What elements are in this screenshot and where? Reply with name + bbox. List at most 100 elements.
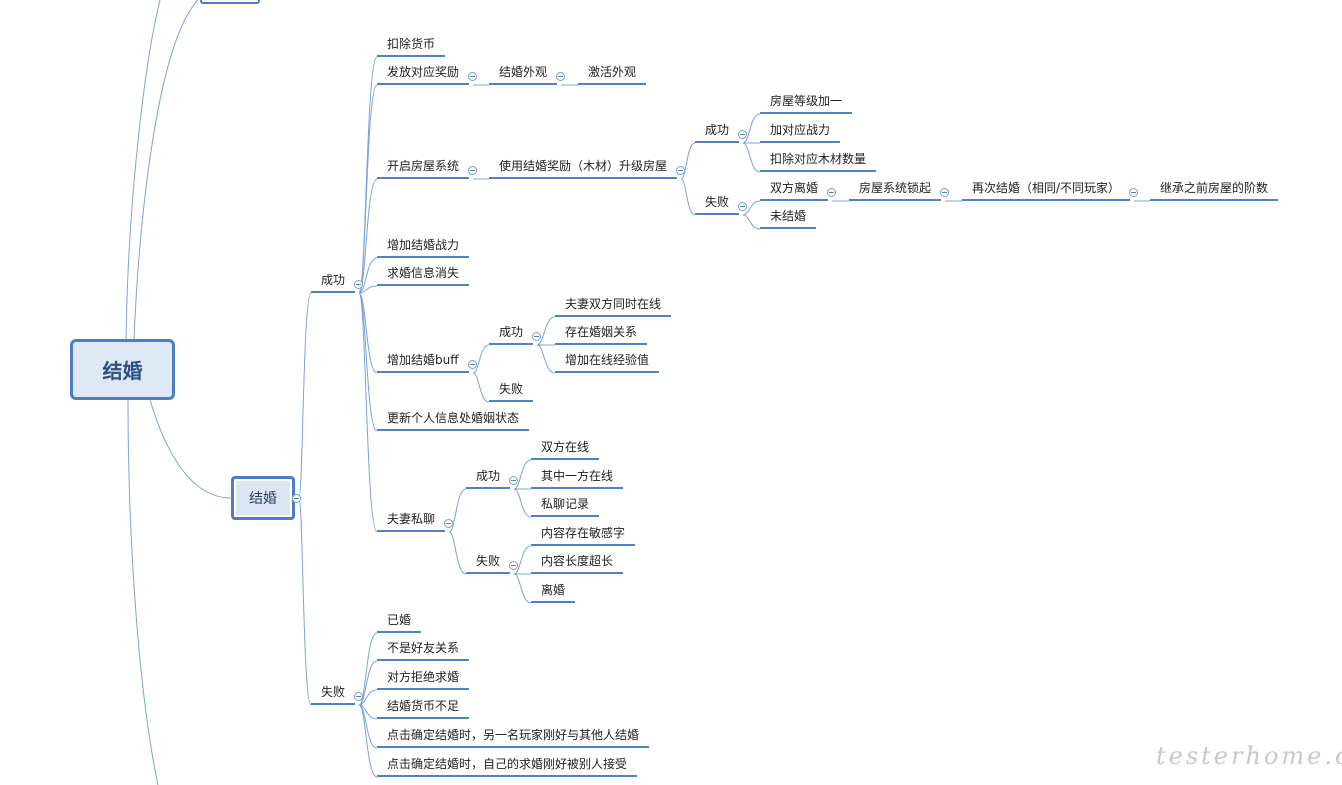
collapse-toggle-icon[interactable]	[532, 332, 541, 341]
topic-h-inherit[interactable]: 继承之前房屋的阶数	[1150, 180, 1279, 201]
collapse-toggle-icon[interactable]	[827, 188, 836, 197]
connector-c-success-c-history	[513, 488, 532, 518]
collapse-toggle-icon[interactable]	[676, 166, 685, 175]
collapse-toggle-icon[interactable]	[468, 72, 477, 81]
connector-success-s-reward	[358, 84, 378, 294]
connector-s-house-upgrade-h-fail	[680, 178, 696, 216]
collapse-toggle-icon[interactable]	[738, 202, 747, 211]
connector-success-s-power	[358, 257, 378, 294]
topic-c-one-online[interactable]: 其中一方在线	[531, 468, 624, 489]
collapse-toggle-icon[interactable]	[509, 476, 518, 485]
collapse-toggle-icon[interactable]	[444, 519, 453, 528]
connector-root-main	[149, 399, 232, 499]
topic-s-chat[interactable]: 夫妻私聊	[377, 511, 446, 532]
connector-h-fail-h-unmarried	[742, 214, 761, 230]
topic-b-married[interactable]: 存在婚姻关系	[555, 324, 648, 345]
topic-s-reward-appearance[interactable]: 结婚外观	[489, 64, 558, 85]
topic-h-remarry[interactable]: 再次结婚（相同/不同玩家）	[962, 180, 1131, 201]
topic-b-exp[interactable]: 增加在线经验值	[555, 352, 660, 373]
connector-s-house-upgrade-h-success	[680, 142, 696, 180]
topic-h-divorce[interactable]: 双方离婚	[760, 180, 829, 201]
connector-success-s-deduct-currency	[358, 56, 378, 294]
topic-c-divorced[interactable]: 离婚	[531, 582, 576, 603]
topic-c-too-long[interactable]: 内容长度超长	[531, 553, 624, 574]
topic-f-other-married[interactable]: 点击确定结婚时，另一名玩家刚好与其他人结婚	[377, 727, 650, 748]
connector-s-chat-c-fail	[448, 531, 467, 575]
root-topic[interactable]: 结婚	[70, 339, 175, 400]
topic-s-proposal-gone[interactable]: 求婚信息消失	[377, 265, 470, 286]
topic-b-both-online[interactable]: 夫妻双方同时在线	[555, 296, 672, 317]
collapse-toggle-icon[interactable]	[940, 188, 949, 197]
topic-s-power[interactable]: 增加结婚战力	[377, 237, 470, 258]
topic-f-not-friend[interactable]: 不是好友关系	[377, 640, 470, 661]
collapse-toggle-icon[interactable]	[509, 561, 518, 570]
connector-root-branch-top-2	[133, 0, 199, 340]
collapse-toggle-icon[interactable]	[556, 72, 565, 81]
topic-c-fail[interactable]: 失败	[466, 553, 511, 574]
topic-s-house[interactable]: 开启房屋系统	[377, 158, 470, 179]
connector-root-branch-bottom	[127, 399, 159, 785]
topic-success[interactable]: 成功	[311, 272, 356, 293]
connector-success-s-chat	[358, 292, 378, 533]
topic-s-buff[interactable]: 增加结婚buff	[377, 352, 469, 373]
topic-f-rejected[interactable]: 对方拒绝求婚	[377, 669, 470, 690]
main-topic-marriage[interactable]: 结婚	[231, 476, 295, 520]
connector-success-s-proposal-gone	[358, 285, 378, 294]
connector-c-fail-c-sensitive	[513, 545, 532, 575]
connector-main-success	[298, 292, 312, 499]
topic-h-fail[interactable]: 失败	[695, 194, 740, 215]
topic-h-locked[interactable]: 房屋系统锁起	[849, 180, 942, 201]
connector-s-buff-b-success	[472, 344, 490, 374]
topic-h-unmarried[interactable]: 未结婚	[760, 208, 817, 229]
connector-root-branch-top-1	[125, 0, 161, 340]
topic-c-sensitive[interactable]: 内容存在敏感字	[531, 525, 636, 546]
connector-h-success-h-level-up	[742, 113, 761, 144]
connector-fail-f-accepted-by-other	[358, 704, 378, 778]
topic-f-married[interactable]: 已婚	[377, 612, 422, 633]
topic-fail[interactable]: 失败	[311, 684, 356, 705]
connector-c-success-c-both-online	[513, 459, 532, 490]
collapse-toggle-icon[interactable]	[292, 494, 301, 503]
topic-h-level-up[interactable]: 房屋等级加一	[760, 93, 853, 114]
topic-f-accepted-by-other[interactable]: 点击确定结婚时，自己的求婚刚好被别人接受	[377, 756, 638, 777]
root-topic-label: 结婚	[102, 359, 143, 383]
connector-h-fail-h-divorce	[742, 200, 761, 216]
topic-s-house-upgrade[interactable]: 使用结婚奖励（木材）升级房屋	[489, 158, 678, 179]
connector-fail-f-rejected	[358, 689, 378, 706]
topic-s-update-status[interactable]: 更新个人信息处婚姻状态	[377, 410, 530, 431]
watermark: testerhome.com	[1156, 742, 1342, 770]
connector-s-chat-c-success	[448, 488, 467, 533]
connector-s-buff-b-fail	[472, 372, 490, 403]
collapse-toggle-icon[interactable]	[468, 166, 477, 175]
topic-f-no-currency[interactable]: 结婚货币不足	[377, 698, 470, 719]
collapse-toggle-icon[interactable]	[354, 692, 363, 701]
connector-b-success-b-both-online	[536, 316, 556, 346]
collapse-toggle-icon[interactable]	[468, 360, 477, 369]
offscreen-topic-box[interactable]	[200, 0, 260, 4]
connector-success-s-buff	[358, 292, 378, 374]
connector-fail-f-not-friend	[358, 660, 378, 706]
topic-c-history[interactable]: 私聊记录	[531, 496, 600, 517]
main-topic-label: 结婚	[249, 491, 277, 507]
connector-c-fail-c-divorced	[513, 573, 532, 604]
connector-success-s-house	[358, 178, 378, 294]
topic-s-reward[interactable]: 发放对应奖励	[377, 64, 470, 85]
topic-c-both-online[interactable]: 双方在线	[531, 439, 600, 460]
topic-s-deduct-currency[interactable]: 扣除货币	[377, 36, 446, 57]
connector-main-fail	[298, 497, 312, 706]
topic-b-success[interactable]: 成功	[489, 324, 534, 345]
topic-s-reward-activate[interactable]: 激活外观	[578, 64, 647, 85]
collapse-toggle-icon[interactable]	[738, 130, 747, 139]
topic-h-success[interactable]: 成功	[695, 122, 740, 143]
topic-c-success[interactable]: 成功	[466, 468, 511, 489]
collapse-toggle-icon[interactable]	[1129, 188, 1138, 197]
collapse-toggle-icon[interactable]	[354, 280, 363, 289]
connector-h-success-h-deduct-wood	[742, 142, 761, 173]
topic-b-fail[interactable]: 失败	[489, 381, 534, 402]
connector-b-success-b-exp	[536, 344, 556, 374]
topic-h-power[interactable]: 加对应战力	[760, 122, 841, 143]
connector-success-s-update-status	[358, 292, 378, 432]
topic-h-deduct-wood[interactable]: 扣除对应木材数量	[760, 151, 877, 172]
